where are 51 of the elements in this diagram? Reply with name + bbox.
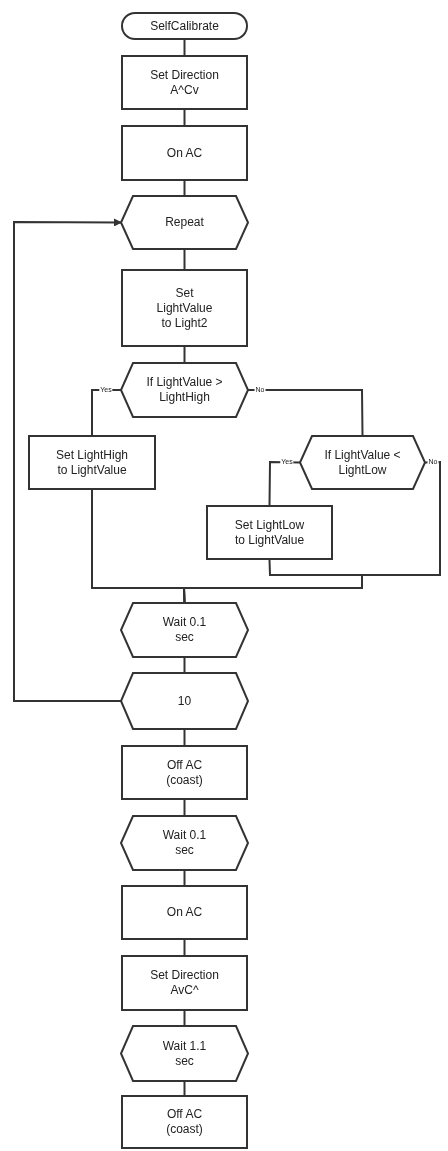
node-label: Wait 0.1 sec xyxy=(161,615,208,645)
connector-line xyxy=(183,180,186,196)
process-box xyxy=(121,125,248,181)
loop-hexagon xyxy=(121,672,248,730)
node-label: On AC xyxy=(166,905,203,920)
process-box xyxy=(121,745,248,800)
connector-line xyxy=(183,939,186,956)
loop-hexagon xyxy=(121,1025,248,1082)
connector-line xyxy=(91,489,186,603)
connector-line xyxy=(268,461,301,506)
node-label: Repeat xyxy=(165,215,204,230)
process-box xyxy=(206,505,333,560)
process-box xyxy=(121,1095,248,1149)
node-label: Set LightHigh to LightValue xyxy=(54,447,129,478)
node-label: Set LightLow to LightValue xyxy=(233,517,306,548)
node-label: If LightValue > LightHigh xyxy=(145,375,224,405)
connector-line xyxy=(183,1081,186,1096)
node-label: Off AC (coast) xyxy=(165,1107,204,1137)
connector-line xyxy=(183,109,186,126)
arrow xyxy=(13,218,122,702)
node-label: 10 xyxy=(177,693,192,709)
process-box xyxy=(121,885,248,940)
loop-hexagon xyxy=(121,602,248,658)
node-label: On AC xyxy=(166,145,203,161)
node-label: If LightValue < LightLow xyxy=(323,447,402,478)
connector-line xyxy=(183,729,186,746)
node-label: SelfCalibrate xyxy=(150,18,219,34)
loop-hexagon xyxy=(121,195,248,250)
loop-hexagon xyxy=(300,435,425,490)
connector-line xyxy=(183,249,186,270)
process-box xyxy=(28,435,156,490)
node-label: Set LightValue to Light2 xyxy=(155,285,214,331)
process-box xyxy=(121,55,248,110)
connector-line xyxy=(91,389,122,436)
connector-line xyxy=(183,346,186,363)
connector-line xyxy=(183,657,186,673)
node-label: Set Direction A^Cv xyxy=(149,67,220,98)
process-box xyxy=(121,269,248,347)
process-box xyxy=(121,955,248,1011)
connector-line xyxy=(183,39,186,56)
node-label: Wait 1.1 sec xyxy=(161,1038,208,1069)
node-label: Set Direction AvC^ xyxy=(149,968,220,998)
loop-hexagon xyxy=(121,362,248,418)
loop-hexagon xyxy=(121,815,248,871)
connector-line xyxy=(183,870,186,886)
node-label: Off AC (coast) xyxy=(165,757,204,788)
connector-line xyxy=(247,389,364,436)
connector-line xyxy=(183,1010,186,1026)
terminal-node xyxy=(121,12,248,40)
connector-line xyxy=(183,799,186,816)
node-label: Wait 0.1 sec xyxy=(161,828,208,858)
